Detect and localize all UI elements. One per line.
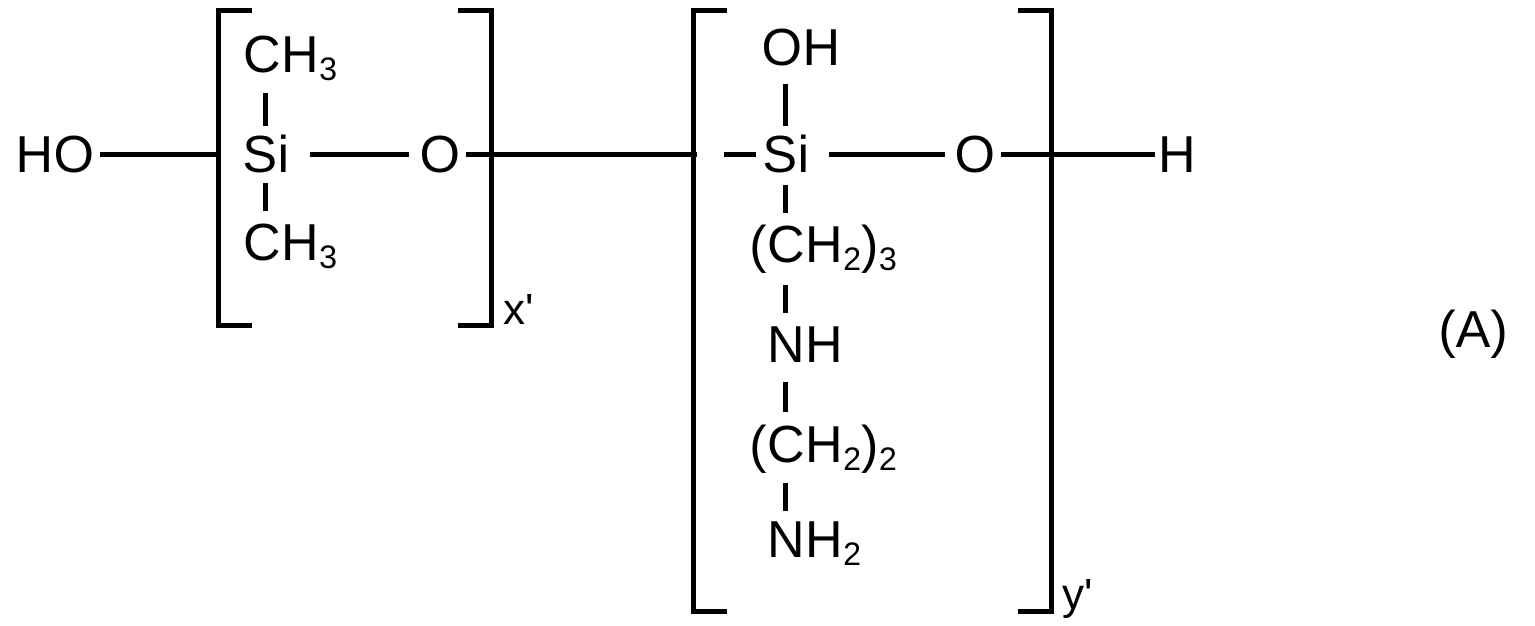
side-chain-propylene: (CH2)3 — [749, 216, 897, 275]
side-chain-propylene-sub: 2 — [843, 241, 862, 278]
bracket-arm-bottom — [1018, 609, 1054, 614]
unit2-left-bracket — [691, 8, 727, 614]
unit2-oxygen-atom: O — [954, 126, 996, 184]
side-chain-primary-amine: NH2 — [766, 511, 861, 570]
bond-between-units — [491, 152, 697, 157]
unit2-right-bracket — [1018, 8, 1054, 614]
side-chain-propylene-count: 3 — [878, 241, 897, 278]
bond-si2-hydroxyl — [783, 84, 788, 126]
unit1-methyl-top: CH3 — [242, 26, 337, 85]
unit1-methyl-bottom-main: CH — [242, 214, 320, 272]
bracket-arm-bottom — [458, 323, 494, 328]
formula-label: (A) — [1438, 301, 1508, 359]
terminal-group-h: H — [1157, 126, 1197, 184]
side-chain-secondary-amine: NH — [767, 319, 843, 371]
unit2-hydroxyl-group: OH — [761, 19, 841, 77]
bracket-arm-top — [1018, 8, 1054, 13]
unit1-silicon-atom: Si — [242, 126, 290, 184]
unit1-methyl-bottom-sub: 3 — [319, 239, 338, 276]
bond-bracket-to-si2 — [724, 152, 756, 157]
bond-si2-to-propyl — [783, 185, 788, 213]
side-chain-ethylene-tail: ) — [861, 416, 879, 474]
side-chain-propylene-tail: ) — [861, 216, 879, 274]
side-chain-secondary-amine-main: NH — [766, 316, 844, 374]
side-chain-propylene-main: (CH — [749, 216, 844, 274]
unit1-left-bracket — [216, 8, 252, 328]
unit1-subscript-x: x' — [503, 285, 534, 334]
unit2-silicon-atom: Si — [762, 126, 810, 184]
unit2-subscript-y: y' — [1062, 570, 1093, 619]
side-chain-primary-amine-sub: 2 — [843, 536, 862, 573]
bond-si1-methyl-bottom — [263, 183, 268, 211]
side-chain-ethylene-sub: 2 — [843, 441, 862, 478]
bond-o1-to-bracket — [466, 152, 496, 157]
bracket-stem — [691, 8, 696, 614]
bond-si1-methyl-top — [263, 93, 268, 126]
bond-si2-to-o2 — [829, 152, 945, 157]
side-chain-ethylene-count: 2 — [878, 441, 897, 478]
bond-bracket-to-h — [1051, 152, 1155, 157]
unit1-right-bracket — [458, 8, 494, 328]
bond-ho-to-si1 — [100, 152, 221, 157]
bond-nh-to-ethylene — [783, 382, 788, 412]
bracket-arm-top — [691, 8, 727, 13]
unit1-methyl-top-sub: 3 — [319, 51, 338, 88]
bond-ethylene-to-amine — [783, 483, 788, 511]
bracket-arm-top — [216, 8, 252, 13]
side-chain-ethylene-main: (CH — [749, 416, 844, 474]
bracket-stem — [489, 8, 494, 328]
bracket-arm-top — [458, 8, 494, 13]
bond-si1-to-o1 — [310, 152, 409, 157]
bracket-arm-bottom — [216, 323, 252, 328]
bracket-stem — [1049, 8, 1054, 614]
bracket-stem — [216, 8, 221, 328]
bond-propyl-to-nh — [783, 285, 788, 313]
terminal-group-ho: HO — [15, 126, 95, 184]
bracket-arm-bottom — [691, 609, 727, 614]
side-chain-primary-amine-main: NH — [766, 511, 844, 569]
unit1-oxygen-atom: O — [419, 126, 461, 184]
bond-o2-to-bracket — [1001, 152, 1056, 157]
unit1-methyl-top-main: CH — [242, 26, 320, 84]
unit1-methyl-bottom: CH3 — [242, 214, 337, 273]
side-chain-ethylene: (CH2)2 — [749, 416, 897, 475]
